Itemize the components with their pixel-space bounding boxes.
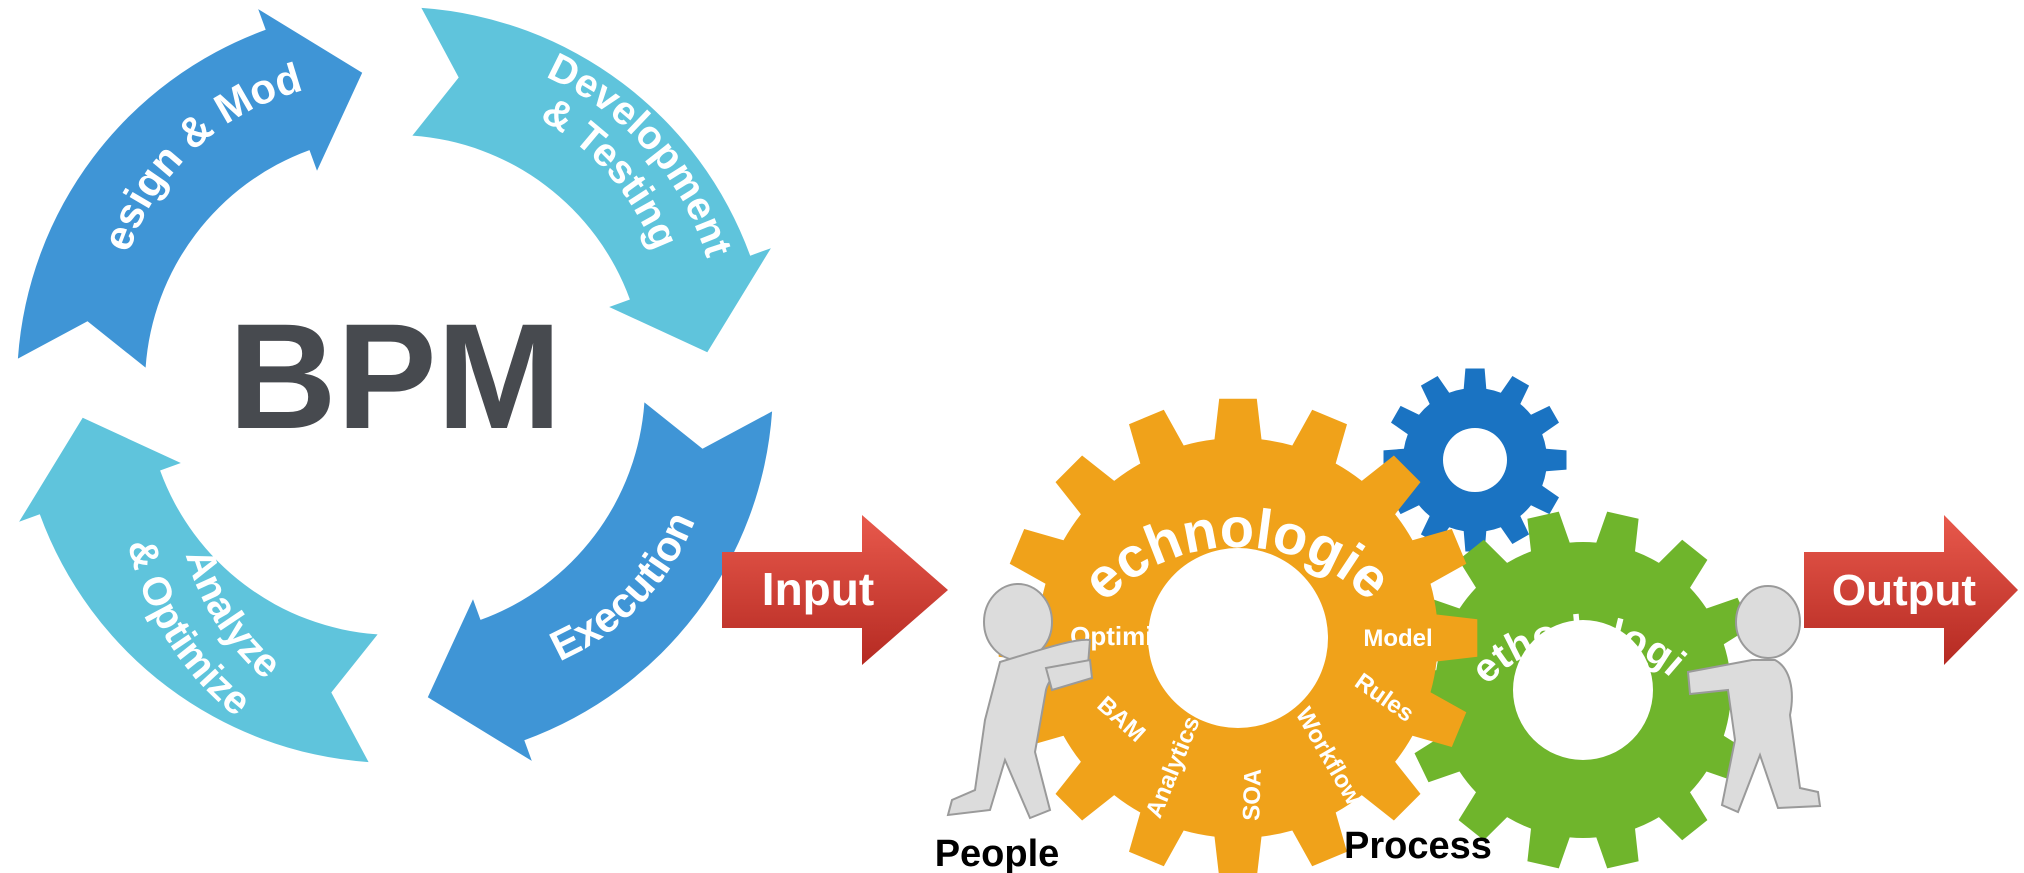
- technologies-gear: [998, 398, 1478, 873]
- cycle-center-label: BPM: [228, 292, 561, 460]
- output-label: Output: [1832, 566, 1977, 615]
- small-gear: [1383, 368, 1567, 552]
- stage-development-testing-arrow: [412, 7, 771, 353]
- output-arrow: Output: [1804, 515, 2018, 665]
- stage-analyze-optimize-arrow: [19, 417, 378, 763]
- stage-execution-arrow: [427, 402, 773, 761]
- methodologies-gear: [1403, 511, 1763, 869]
- bpm-cycle: Design & Model Development & Testing Exe…: [0, 0, 773, 763]
- process-caption: Process: [1344, 825, 1492, 867]
- input-arrow-shape: [722, 515, 948, 665]
- person-left: [946, 583, 1094, 820]
- people-caption: People: [935, 833, 1060, 873]
- tech-item-soa: SOA: [1238, 768, 1267, 821]
- person-right: [1686, 585, 1822, 814]
- input-label: Input: [762, 563, 874, 615]
- input-arrow: Input: [722, 515, 948, 665]
- tech-item-model: Model: [1363, 625, 1432, 652]
- output-arrow-shape: [1804, 515, 2018, 665]
- stage-design-model-arrow: [17, 9, 363, 368]
